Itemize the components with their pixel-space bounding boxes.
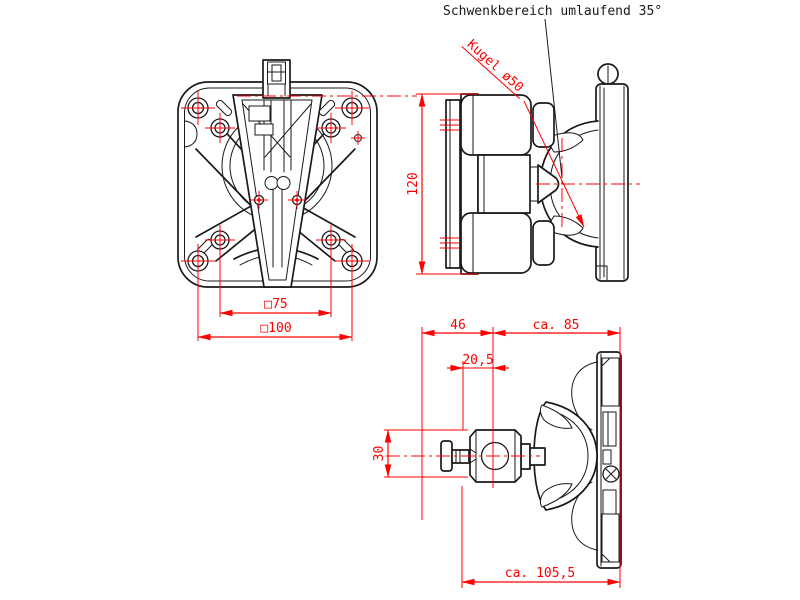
small-hole-left [250,191,268,209]
top-shaft [248,59,291,136]
dim-height-120: 120 [406,93,478,275]
clamp-knob-bottom [460,212,555,274]
small-hole-tr [351,131,365,145]
side-view: 120 Kugel ø50 Schwenkbereich umlaufend 3… [406,4,662,282]
dim-label-ca85: ca. 85 [533,318,580,333]
plate-side-notch [184,120,198,148]
clamp-knob-top [460,94,555,156]
dim-label-ca105-5: ca. 105,5 [505,566,575,581]
dim-label-vesa75: □75 [264,297,287,312]
hole-75-tr [316,113,346,143]
dim-label-30: 30 [372,446,387,462]
dim-label-20-5: 20,5 [462,353,493,368]
dim-label-46: 46 [450,318,466,333]
dim-label-120: 120 [406,172,421,195]
ball-socket-bell [533,401,598,511]
swivel-note-label: Schwenkbereich umlaufend 35° [443,4,662,19]
dim-ca85: ca. 85 [492,318,621,337]
small-hole-right [288,191,306,209]
dim-vesa-100: □100 [197,246,353,341]
top-view: 46 ca. 85 20,5 30 ca. 105,5 [372,318,622,588]
hole-100-tl [181,91,215,125]
wall-plate-side [595,83,629,282]
center-block [477,154,531,214]
ball-callout-label: Kugel ø50 [464,37,526,95]
dim-30: 30 [372,429,468,478]
center-fork [232,94,323,288]
vesa-holes [181,91,369,278]
dim-46: 46 [421,318,494,337]
dim-20-5: 20,5 [447,353,509,372]
front-view: □75 □100 [177,59,417,341]
hole-100-tr [335,91,369,125]
swivel-callout: Schwenkbereich umlaufend 35° [443,4,662,179]
hole-75-tl [205,113,235,143]
plate-hole-marks [440,119,461,249]
dim-vesa-75: □75 [219,225,332,317]
dim-ca105-5: ca. 105,5 [461,486,621,588]
dim-label-vesa100: □100 [260,321,291,336]
